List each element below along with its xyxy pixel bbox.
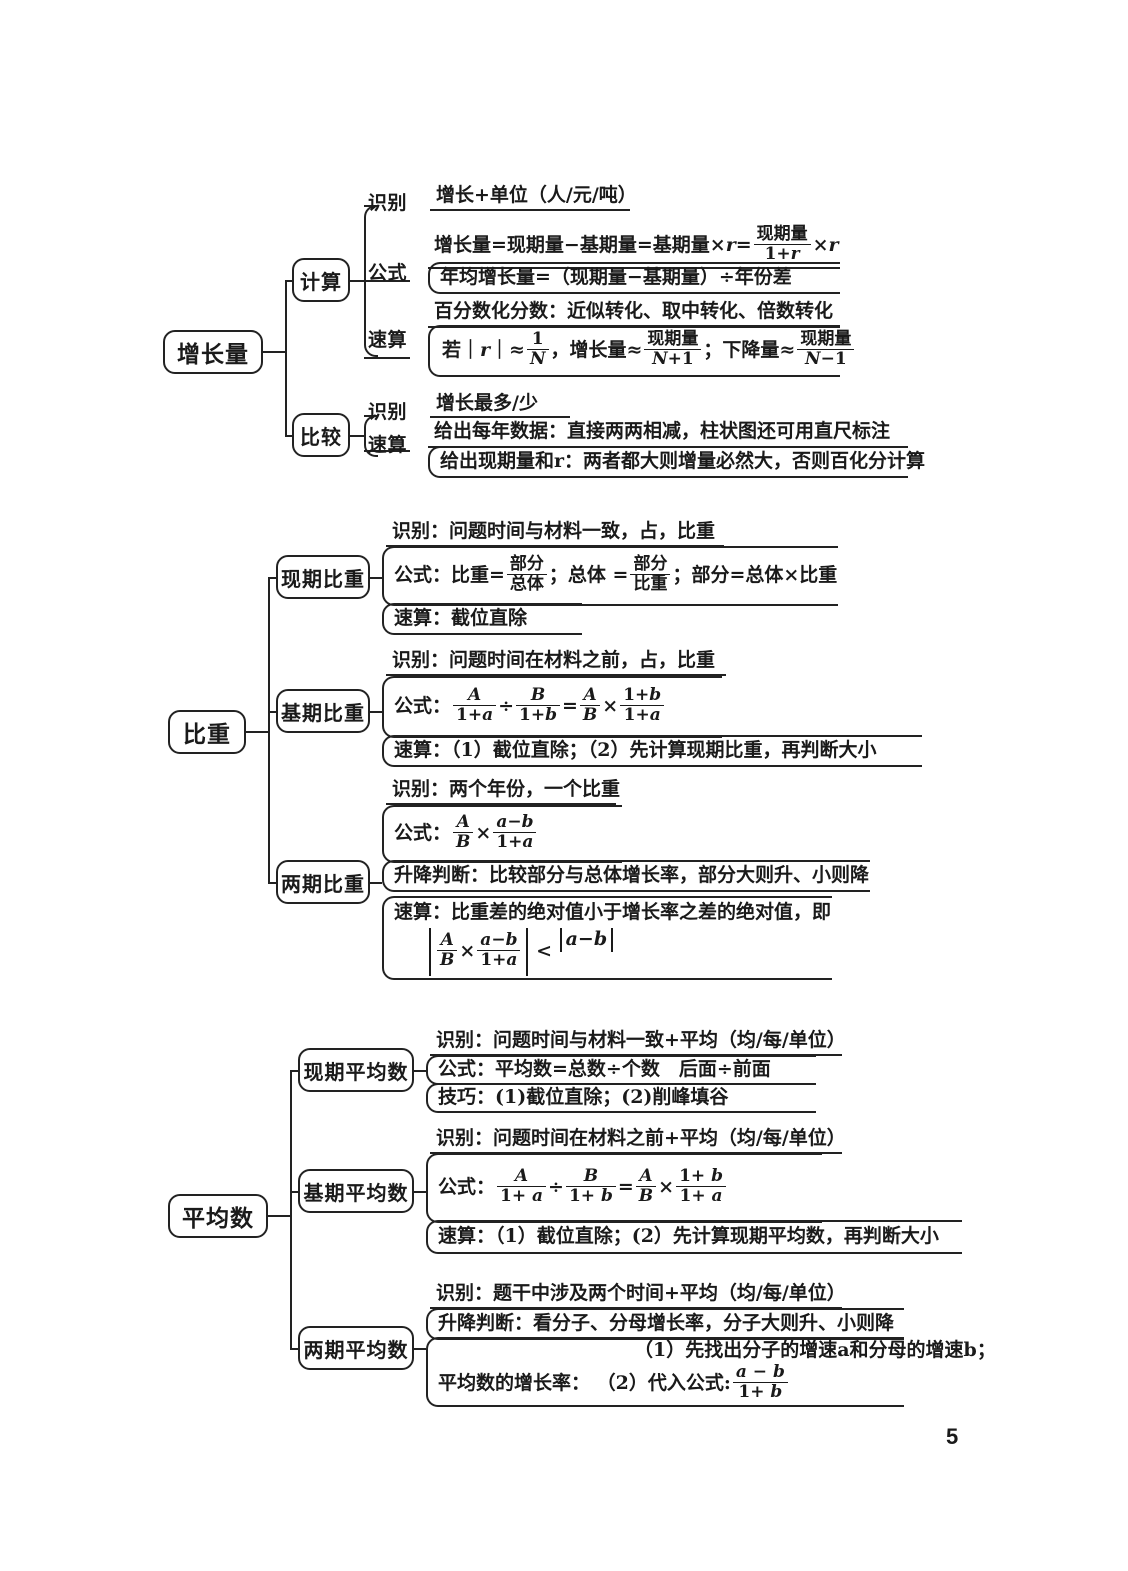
sublabel-suansuan-cmp: 速算 <box>368 434 408 456</box>
node-current-average: 现期平均数 <box>298 1048 414 1092</box>
connector-calc-g2 <box>364 280 410 282</box>
content-ca-row3: 技巧：(1)截位直除；(2)削峰填谷 <box>426 1083 816 1113</box>
content-tpa-row2: 升降判断：看分子、分母增长率，分子大则升、小则降 <box>426 1308 904 1340</box>
node-base-proportion: 基期比重 <box>276 689 370 733</box>
content-ca-row2: 公式：平均数=总数÷个数 后面÷前面 <box>426 1055 816 1085</box>
root-node-growth-amount: 增长量 <box>163 330 263 374</box>
node-two-period-proportion: 两期比重 <box>276 860 370 904</box>
connector-root1-stub <box>263 351 285 353</box>
content-bp-row1: 识别：问题时间在材料之前，占，比重 <box>386 648 726 676</box>
sublabel-shibie-cmp: 识别 <box>368 401 408 423</box>
content-tpp-row3: 升降判断：比较部分与总体增长率，部分大则升、小则降 <box>382 860 870 892</box>
content-tpp-row1: 识别：两个年份，一个比重 <box>386 777 620 805</box>
connector-root3-spine <box>290 1070 292 1348</box>
connector-bp-stub <box>370 711 382 713</box>
root-node-proportion: 比重 <box>168 710 246 754</box>
connector-cmp-g2 <box>364 450 410 452</box>
connector-ca-stub <box>414 1070 426 1072</box>
connector-tpp-stub <box>370 882 382 884</box>
content-tpa-row3: （1）先找出分子的增速a和分母的增速b； 平均数的增长率： （2）代入公式: a… <box>426 1337 996 1407</box>
content-tpa-row3-line1: （1）先找出分子的增速a和分母的增速b； <box>634 1339 996 1362</box>
node-comparison: 比较 <box>292 413 350 457</box>
content-calc-suansuan-1: 百分数化分数：近似转化、取中转化、倍数转化 <box>428 298 840 328</box>
connector-cp-stub <box>370 577 382 579</box>
connector-cmp-stub <box>350 435 364 437</box>
content-ba-row3: 速算：（1）截位直除；(2）先计算现期平均数，再判断大小 <box>426 1220 962 1254</box>
connector-calc-stub <box>350 280 364 282</box>
connector-calc-g3 <box>364 357 410 359</box>
content-tpa-row1: 识别：题干中涉及两个时间+平均（均/每/单位） <box>430 1281 846 1309</box>
sublabel-shibie-calc: 识别 <box>368 192 408 214</box>
node-base-average: 基期平均数 <box>298 1169 414 1213</box>
connector-cmp-g1 <box>364 415 376 417</box>
connector-calc-g1 <box>364 205 376 207</box>
content-cmp-suansuan-1: 给出每年数据：直接两两相减，柱状图还可用直尺标注 <box>428 418 908 448</box>
content-ca-row1: 识别：问题时间与材料一致+平均（均/每/单位） <box>430 1028 846 1056</box>
node-two-period-average: 两期平均数 <box>298 1326 414 1370</box>
content-cmp-suansuan-2: 给出现期量和r：两者都大则增量必然大，否则百化分计算 <box>428 446 925 478</box>
root-node-average: 平均数 <box>168 1194 268 1238</box>
connector-root1-spine <box>285 280 287 435</box>
content-tpa-growth-label: 平均数的增长率： <box>438 1371 591 1394</box>
content-cp-row1: 识别：问题时间与材料一致，占，比重 <box>386 519 724 547</box>
sublabel-suansuan-calc: 速算 <box>368 329 408 351</box>
node-calculation: 计算 <box>292 258 350 302</box>
connector-tpa-stub <box>414 1348 426 1350</box>
content-calc-shibie: 增长+单位（人/元/吨） <box>430 183 637 211</box>
connector-root2-spine <box>268 577 270 882</box>
content-bp-row3: 速算：（1）截位直除；（2）先计算现期比重，再判断大小 <box>382 735 922 767</box>
sublabel-gongshi-calc: 公式 <box>368 262 408 284</box>
content-tpp-row4-text: 速算：比重差的绝对值小于增长率之差的绝对值，即 <box>394 901 832 924</box>
content-cmp-shibie: 增长最多/少 <box>430 392 570 418</box>
node-current-proportion: 现期比重 <box>276 555 370 599</box>
page-number: 5 <box>946 1424 959 1449</box>
connector-ba-stub <box>414 1191 426 1193</box>
content-calc-gongshi-2: 年均增长量=（现期量−基期量）÷年份差 <box>428 262 840 294</box>
content-cp-row3: 速算：截位直除 <box>382 603 582 635</box>
content-cp-row2: 公式：比重= 部分总体 ；总体 = 部分比重 ；部分=总体×比重 <box>382 546 838 606</box>
connector-root3-stub <box>268 1215 290 1217</box>
content-ba-row1: 识别：问题时间在材料之前+平均（均/每/单位） <box>430 1126 846 1154</box>
connector-root2-stub <box>246 731 268 733</box>
